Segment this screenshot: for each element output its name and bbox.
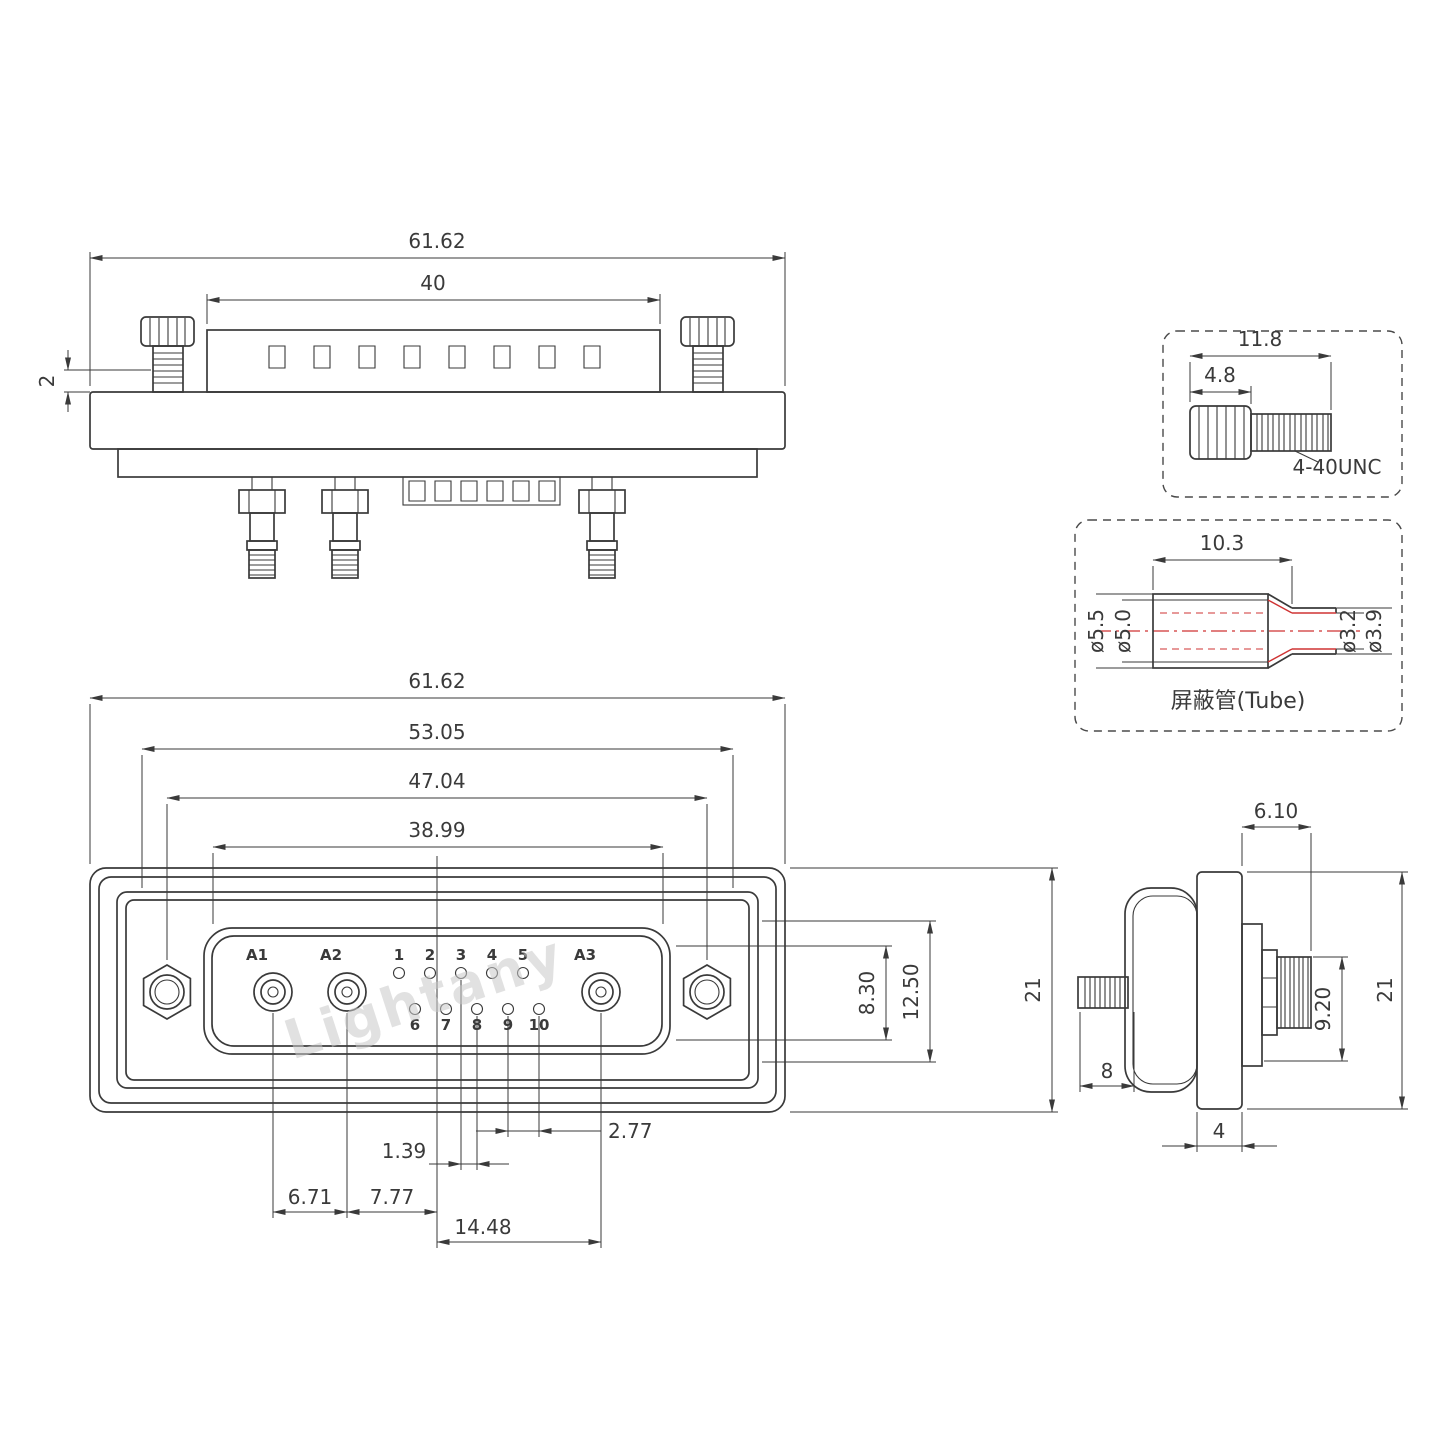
- rear-slot-cells: [408, 480, 556, 502]
- pin-label-1: 1: [394, 946, 404, 964]
- front-dim-shell-h: 12.50: [899, 963, 923, 1020]
- side-shell-step: [1241, 923, 1263, 1067]
- pin-label-a2: A2: [320, 946, 342, 964]
- coax-pin-a1: [253, 972, 293, 1012]
- left-screw-knurl: [149, 318, 186, 346]
- side-view: 6.10 9.20 21 8 4: [1077, 799, 1408, 1152]
- side-dim-flange-h: 21: [1373, 977, 1397, 1002]
- tube-bore-red: [1267, 599, 1336, 663]
- side-crimp-contact: [1077, 976, 1129, 1009]
- right-screw-shank: [692, 345, 724, 393]
- front-dim-opening-h: 8.30: [855, 971, 879, 1016]
- rear-flange-outline: [89, 391, 786, 450]
- tube-dim-inner-dia: ø5.0: [1111, 609, 1135, 653]
- side-flange: [1196, 871, 1243, 1110]
- signal-pins-bottom-row: [408, 1002, 546, 1016]
- pin-label-a3: A3: [574, 946, 596, 964]
- coax-pin-a3: [581, 972, 621, 1012]
- screw-detail-frame: [1162, 330, 1403, 498]
- left-screw-threads: [153, 352, 183, 384]
- screw-detail-shaft: [1250, 413, 1332, 452]
- crimp-contact-a3: [578, 477, 626, 579]
- side-dim-protrusion: 6.10: [1254, 799, 1299, 823]
- side-screw-knurl-hatch: [1280, 957, 1309, 1028]
- tube-dim-length: 10.3: [1200, 531, 1245, 555]
- pin-label-5: 5: [518, 946, 528, 964]
- front-dim-row-offset: 1.39: [382, 1139, 427, 1163]
- tube-dim-small-outer: ø3.9: [1362, 609, 1386, 653]
- pin-label-3: 3: [456, 946, 466, 964]
- tube-dim-small-bore: ø3.2: [1336, 609, 1360, 653]
- right-mount-nut: [682, 964, 732, 1020]
- crimp-contact-a1: [238, 477, 286, 579]
- right-screw-threads: [693, 352, 723, 384]
- left-screw-shank: [152, 345, 184, 393]
- side-dim-flange-thickness: 4: [1213, 1119, 1226, 1143]
- side-dim-screw-dia: 9.20: [1311, 987, 1335, 1032]
- pin-label-a1: A1: [246, 946, 268, 964]
- side-extension-lines: [1079, 833, 1408, 1152]
- crimp-contact-a2: [321, 477, 369, 579]
- tube-detail-frame: [1074, 519, 1403, 732]
- front-dim-mount-pitch: 47.04: [408, 769, 465, 793]
- side-hex-nut: [1261, 949, 1278, 1036]
- side-dim-contact-length: 8: [1101, 1059, 1114, 1083]
- screw-detail: 11.8 4.8 4-40UNC: [1162, 327, 1403, 498]
- front-dim-flange-h: 21: [1021, 977, 1045, 1002]
- tube-dim-outer-dia: ø5.5: [1084, 609, 1108, 653]
- front-extension-lines: [89, 704, 1058, 1248]
- screw-dim-length: 11.8: [1238, 327, 1283, 351]
- rear-dim-insert-width: 40: [420, 271, 445, 295]
- front-dim-insert-w: 38.99: [408, 818, 465, 842]
- tube-label: 屏蔽管(Tube): [1171, 689, 1306, 714]
- pin-label-2: 2: [425, 946, 435, 964]
- front-dim-a2-axis: 7.77: [370, 1185, 415, 1209]
- rear-view: 61.62 40 2: [35, 229, 786, 579]
- tube-detail: 10.3 ø5.5 ø5.0 ø3.2 ø3.9 屏蔽管(Tube): [1074, 519, 1403, 732]
- tube-taper-and-tip: [1267, 593, 1337, 669]
- front-dim-axis-a3: 14.48: [454, 1215, 511, 1239]
- pin-label-4: 4: [487, 946, 497, 964]
- coax-pin-a2: [327, 972, 367, 1012]
- rear-extension-lines: [64, 252, 786, 393]
- front-dim-flange-w: 53.05: [408, 720, 465, 744]
- rear-insert-slots: [268, 345, 601, 369]
- side-back-body: [1124, 887, 1198, 1093]
- rear-body-outline: [117, 448, 758, 478]
- right-screw-knurl: [689, 318, 726, 346]
- tube-body-outline: [1152, 593, 1269, 669]
- signal-pins-top-row: [392, 966, 530, 980]
- side-back-body-inner: [1132, 895, 1198, 1085]
- rear-insert-outline: [206, 329, 661, 393]
- front-pitch-lines: [461, 1130, 539, 1165]
- screw-detail-extensions: [1189, 362, 1332, 463]
- rear-dim-overall-width: 61.62: [408, 229, 465, 253]
- screw-detail-knurl: [1198, 406, 1245, 459]
- left-mount-nut: [142, 964, 192, 1020]
- pin-label-6: 6: [410, 1016, 420, 1034]
- rear-dim-standoff: 2: [35, 375, 59, 388]
- tube-inner-wall: [1153, 599, 1268, 663]
- front-dim-overall: 61.62: [408, 669, 465, 693]
- rear-slot-row: [402, 476, 561, 506]
- tube-hidden-bore: [1160, 612, 1268, 650]
- screw-thread-label: 4-40UNC: [1293, 455, 1382, 479]
- screw-detail-threads: [1256, 414, 1329, 451]
- side-hex-facets: [1262, 977, 1277, 1008]
- front-view: A1 A2 A3 1 2 3 4 5 6 7 8 9 10 61.62 53.0…: [89, 669, 1058, 1248]
- side-crimp-hatch: [1084, 977, 1126, 1008]
- front-dim-pin-pitch: 2.77: [608, 1119, 653, 1143]
- pin-label-7: 7: [441, 1016, 451, 1034]
- tube-extensions: [1096, 566, 1392, 669]
- screw-dim-head: 4.8: [1204, 363, 1236, 387]
- front-dim-a1-a2: 6.71: [288, 1185, 333, 1209]
